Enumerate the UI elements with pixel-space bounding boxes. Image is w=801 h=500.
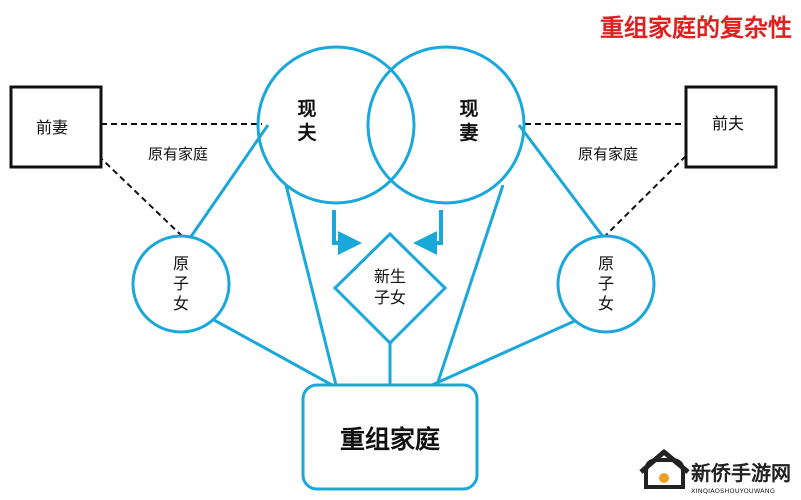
left-children-label-3: 女 — [173, 294, 189, 313]
right-children-circle — [556, 234, 656, 334]
current-wife-circle — [366, 45, 526, 205]
link-wife-right-children — [517, 124, 606, 239]
link-left-children-family — [204, 313, 333, 387]
dashed-ex-husband-children — [604, 141, 701, 237]
connector-lines — [188, 124, 606, 387]
edge-label-right-original-family: 原有家庭 — [578, 145, 638, 163]
right-children-label-1: 原 — [598, 254, 614, 273]
left-children-label-1: 原 — [173, 254, 189, 273]
link-right-children-family — [431, 313, 589, 387]
edge-label-left-original-family: 原有家庭 — [148, 145, 208, 163]
window-dot-icon — [659, 473, 669, 483]
current-husband-label-2: 夫 — [297, 122, 317, 144]
current-wife-label-1: 现 — [459, 98, 478, 120]
new-children-label-1: 新生 — [374, 267, 406, 286]
blended-family-label: 重组家庭 — [340, 425, 440, 454]
link-husband-left-children — [188, 124, 270, 239]
birth-arrows — [332, 210, 443, 255]
right-children-label-3: 女 — [598, 294, 614, 313]
arrow-from-husband — [332, 210, 362, 255]
watermark-logo: 新侨手游网 XINQIAOSHOUYOUWANG — [639, 449, 791, 495]
current-husband-label-1: 现 — [297, 98, 316, 120]
link-husband-family — [284, 184, 338, 386]
watermark-brand: 新侨手游网 — [691, 461, 791, 485]
new-children-diamond — [332, 231, 448, 346]
ex-husband-box — [684, 85, 778, 169]
diagram-title: 重组家庭的复杂性 — [600, 14, 792, 42]
watermark-url: XINQIAOSHOUYOUWANG — [691, 487, 775, 495]
arrow-from-wife — [413, 210, 443, 255]
new-children-label-2: 子女 — [374, 288, 406, 307]
link-wife-family — [435, 184, 505, 386]
ex-husband-label: 前夫 — [712, 114, 744, 133]
current-wife-label-2: 妻 — [459, 121, 478, 144]
roof-icon — [639, 449, 690, 474]
current-husband-circle — [256, 45, 416, 205]
ex-wife-label: 前妻 — [36, 118, 68, 137]
left-children-circle — [131, 234, 231, 334]
ex-wife-box — [9, 85, 103, 169]
blended-family-box — [301, 383, 479, 491]
left-children-label-2: 子 — [173, 274, 189, 293]
right-children-label-2: 子 — [598, 274, 614, 293]
